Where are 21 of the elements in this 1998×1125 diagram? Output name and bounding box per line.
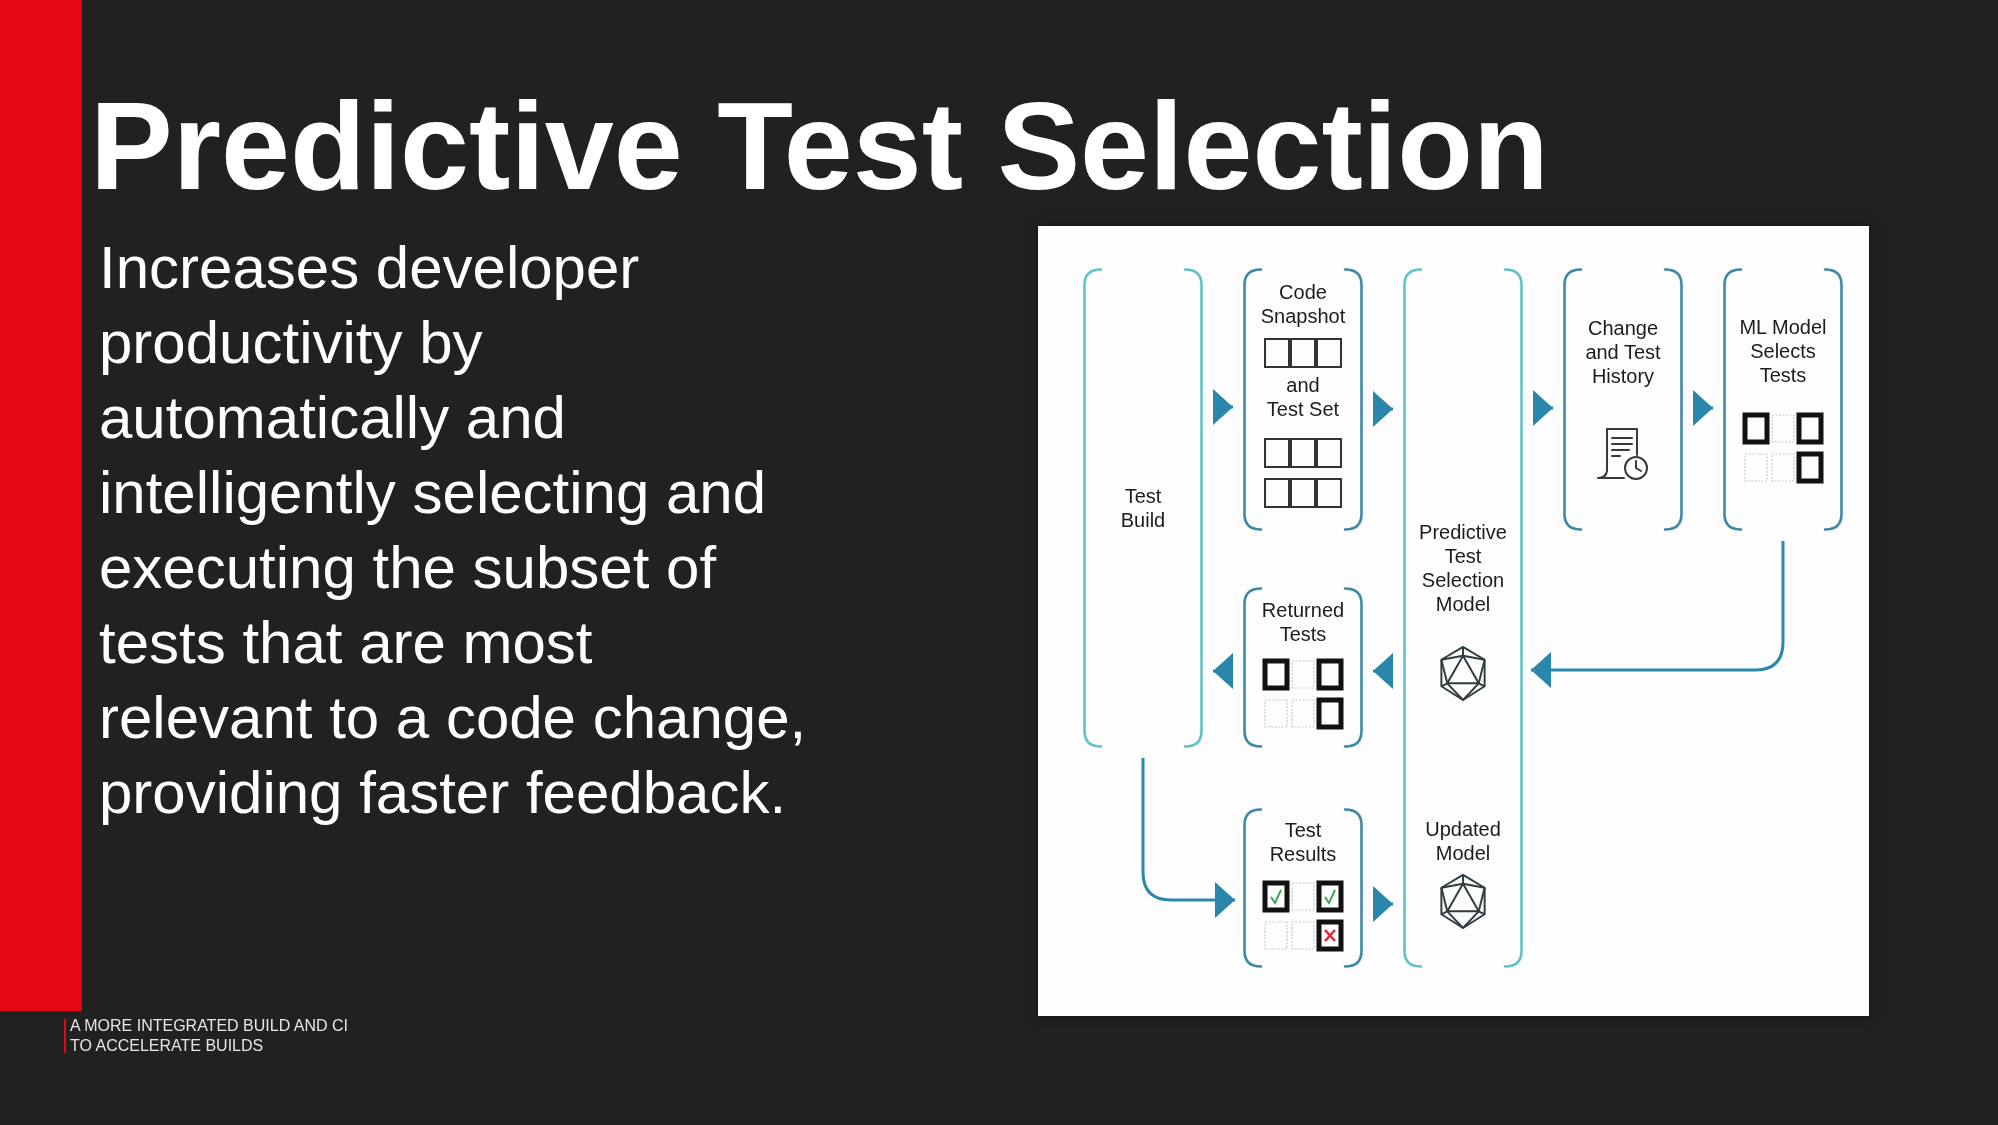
arrow <box>1213 653 1233 689</box>
node-label: Change and Test History <box>1584 316 1662 388</box>
arrow <box>1693 390 1713 426</box>
slide-title: Predictive Test Selection <box>90 84 1549 208</box>
arrow <box>1373 886 1393 922</box>
node-label: Code Snapshot <box>1259 280 1347 328</box>
arrow <box>1531 541 1785 688</box>
arrow <box>1373 391 1393 427</box>
arrow <box>1213 389 1233 425</box>
footer-note: A MORE INTEGRATED BUILD AND CI TO ACCELERATE BUILDS <box>70 1016 349 1056</box>
node-label: ML Model Selects Tests <box>1738 315 1828 387</box>
node-label: Test Build <box>1119 484 1167 532</box>
node-label: Predictive Test Selection Model <box>1418 520 1508 616</box>
node-label: Returned Tests <box>1260 598 1346 646</box>
arrow <box>1141 758 1235 918</box>
arrow <box>1533 390 1553 426</box>
node-label: Updated Model <box>1424 817 1502 865</box>
arrow <box>1373 653 1393 689</box>
node-label: and Test Set <box>1266 373 1340 421</box>
node-label: Test Results <box>1268 818 1338 866</box>
body-paragraph: Increases developer productivity by automatically and intelligently selecting and executing the subset of tests that are most relevant to a code change, providing faster feedback. <box>99 233 808 828</box>
